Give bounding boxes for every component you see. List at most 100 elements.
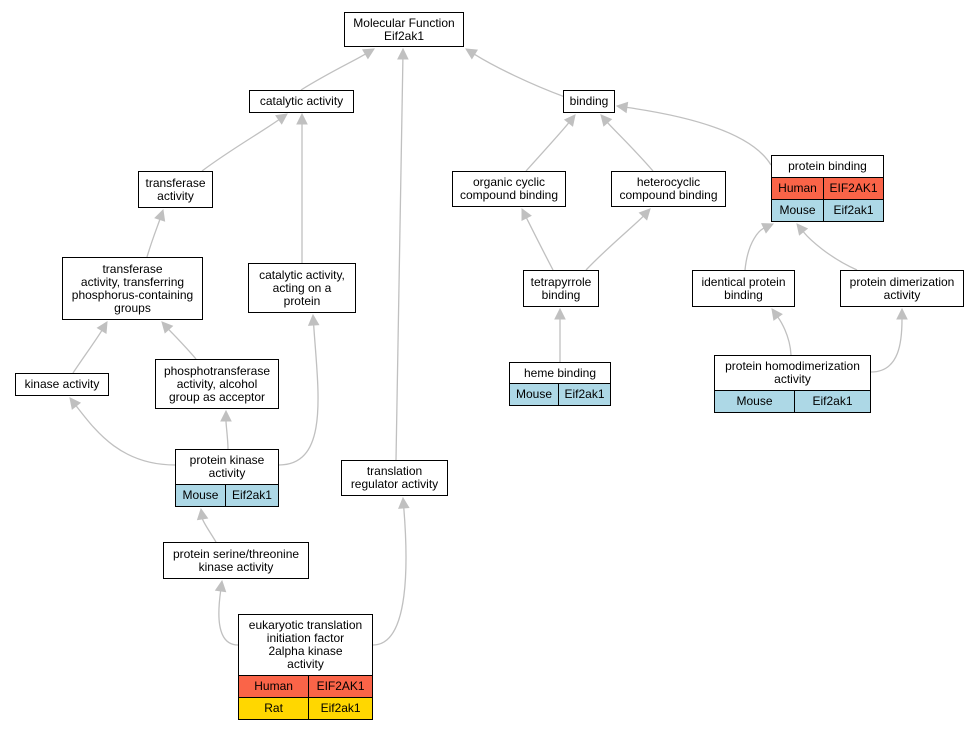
edge-dimerization-to-protein_binding	[802, 231, 858, 271]
arrowhead-icon	[196, 507, 209, 521]
node-transferase-phosphorus[interactable]: transferase activity, transferring phosp…	[62, 257, 203, 320]
gene-cell: Eif2ak1	[308, 698, 372, 719]
edge-protein_kinase-to-catalytic_protein	[278, 324, 319, 466]
gene-cell: EIF2AK1	[823, 178, 883, 199]
arrowhead-icon	[154, 208, 166, 222]
edge-tetrapyrrole-to-organic_cyclic	[525, 217, 554, 271]
node-label: heme binding	[523, 365, 597, 380]
node-label: organic cyclic compound binding	[459, 175, 559, 202]
node-label: protein binding	[788, 159, 867, 173]
node-phosphotransferase[interactable]: phosphotransferase activity, alcohol gro…	[155, 359, 279, 409]
node-eif2alpha-kinase[interactable]: eukaryotic translation initiation factor…	[238, 614, 373, 720]
node-heterocyclic-binding[interactable]: heterocyclic compound binding	[611, 171, 726, 207]
gene-cell: Eif2ak1	[558, 384, 610, 405]
edge-phosphotransferase-to-transferase_p	[168, 328, 197, 360]
arrowhead-icon	[296, 112, 308, 125]
node-identical-protein-binding[interactable]: identical protein binding	[692, 270, 795, 307]
node-label: transferase activity, transferring phosp…	[71, 261, 194, 315]
gene-cell: Eif2ak1	[823, 200, 883, 221]
arrowhead-icon	[398, 496, 410, 509]
arrowhead-icon	[638, 208, 651, 221]
gene-row-human: Human EIF2AK1	[772, 177, 883, 199]
arrowhead-icon	[220, 409, 232, 422]
arrowhead-icon	[563, 114, 576, 127]
species-cell: Mouse	[182, 488, 219, 502]
node-label: heterocyclic compound binding	[619, 175, 718, 202]
node-label: translation regulator activity	[350, 464, 439, 491]
arrowhead-icon	[600, 114, 613, 127]
gene-row-mouse: Mouse Eif2ak1	[176, 484, 278, 506]
species-cell: Rat	[264, 701, 283, 715]
arrowhead-icon	[69, 397, 82, 410]
node-label: identical protein binding	[701, 274, 786, 302]
arrowhead-icon	[554, 307, 566, 320]
arrowhead-icon	[615, 101, 629, 114]
species-cell: Human	[778, 181, 817, 195]
edge-binding-to-mf	[474, 53, 566, 98]
species-cell: Mouse	[779, 203, 816, 217]
node-heme-binding[interactable]: heme binding Mouse Eif2ak1	[509, 362, 611, 406]
gene-row-mouse: Mouse Eif2ak1	[772, 199, 883, 221]
node-kinase-activity[interactable]: kinase activity	[15, 373, 109, 396]
node-catalytic-acting-on-protein[interactable]: catalytic activity, acting on a protein	[248, 263, 356, 313]
node-label: protein dimerization activity	[849, 274, 955, 302]
arrowhead-icon	[521, 208, 532, 221]
edge-homodimerization-to-dimerization	[870, 318, 903, 373]
node-transferase-activity[interactable]: transferase activity	[138, 171, 213, 208]
arrowhead-icon	[771, 308, 783, 321]
node-organic-cyclic-binding[interactable]: organic cyclic compound binding	[452, 171, 566, 207]
node-protein-binding[interactable]: protein binding Human EIF2AK1 Mouse Eif2…	[771, 155, 884, 222]
edge-eif2-to-ser_thr	[218, 590, 239, 646]
gene-cell: EIF2AK1	[308, 676, 372, 697]
node-label: Molecular Function Eif2ak1	[353, 15, 455, 43]
gene-cell: Eif2ak1	[794, 391, 870, 412]
species-cell: Mouse	[736, 394, 773, 408]
edge-tetrapyrrole-to-heterocyclic	[585, 215, 644, 271]
node-protein-kinase-activity[interactable]: protein kinase activity Mouse Eif2ak1	[175, 449, 279, 507]
edge-protein_kinase-to-kinase	[75, 405, 176, 466]
node-label: binding	[569, 94, 609, 108]
edge-heterocyclic-to-binding	[607, 122, 654, 172]
arrowhead-icon	[796, 223, 809, 236]
gene-row-mouse: Mouse Eif2ak1	[510, 383, 610, 405]
edge-homodimerization-to-identical	[777, 316, 792, 356]
node-label: transferase activity	[145, 175, 206, 203]
edge-translation_reg-to-mf	[395, 58, 404, 461]
node-molecular-function[interactable]: Molecular Function Eif2ak1	[344, 12, 464, 47]
node-binding[interactable]: binding	[563, 90, 615, 113]
arrowhead-icon	[362, 48, 375, 60]
edge-catalytic-to-mf	[300, 53, 366, 91]
node-label: protein homodimerization activity	[725, 359, 860, 386]
node-label: catalytic activity, acting on a protein	[259, 267, 345, 308]
arrowhead-icon	[307, 313, 320, 326]
edge-ser_thr-to-protein_kinase	[201, 518, 217, 543]
node-catalytic-activity[interactable]: catalytic activity	[249, 90, 354, 113]
edge-kinase-to-transferase_p	[72, 330, 103, 374]
node-label: protein kinase activity	[189, 453, 265, 480]
node-ser-thr-kinase[interactable]: protein serine/threonine kinase activity	[163, 542, 309, 579]
species-cell: Human	[254, 679, 293, 693]
edge-eif2-to-translation_reg	[372, 507, 407, 646]
edge-transferase_p-to-transferase	[146, 219, 161, 258]
node-protein-dimerization[interactable]: protein dimerization activity	[840, 270, 964, 307]
edge-organic_cyclic-to-binding	[525, 122, 570, 172]
arrowhead-icon	[465, 48, 478, 60]
arrowhead-icon	[214, 579, 227, 593]
node-label: kinase activity	[24, 377, 100, 391]
node-tetrapyrrole-binding[interactable]: tetrapyrrole binding	[523, 270, 599, 307]
gene-row-mouse: Mouse Eif2ak1	[715, 390, 870, 412]
gene-row-rat: Rat Eif2ak1	[239, 697, 372, 719]
node-label: protein serine/threonine kinase activity	[172, 546, 300, 574]
node-protein-homodimerization[interactable]: protein homodimerization activity Mouse …	[714, 355, 871, 413]
node-label: catalytic activity	[259, 94, 344, 108]
edge-transferase-to-catalytic	[201, 119, 280, 172]
arrowhead-icon	[397, 47, 409, 60]
arrowhead-icon	[896, 307, 908, 320]
edge-protein_kinase-to-phosphotransferase	[225, 420, 229, 450]
arrowhead-icon	[161, 321, 174, 334]
node-label: tetrapyrrole binding	[530, 274, 592, 302]
node-label: eukaryotic translation initiation factor…	[248, 618, 363, 671]
node-translation-regulator[interactable]: translation regulator activity	[341, 460, 448, 496]
